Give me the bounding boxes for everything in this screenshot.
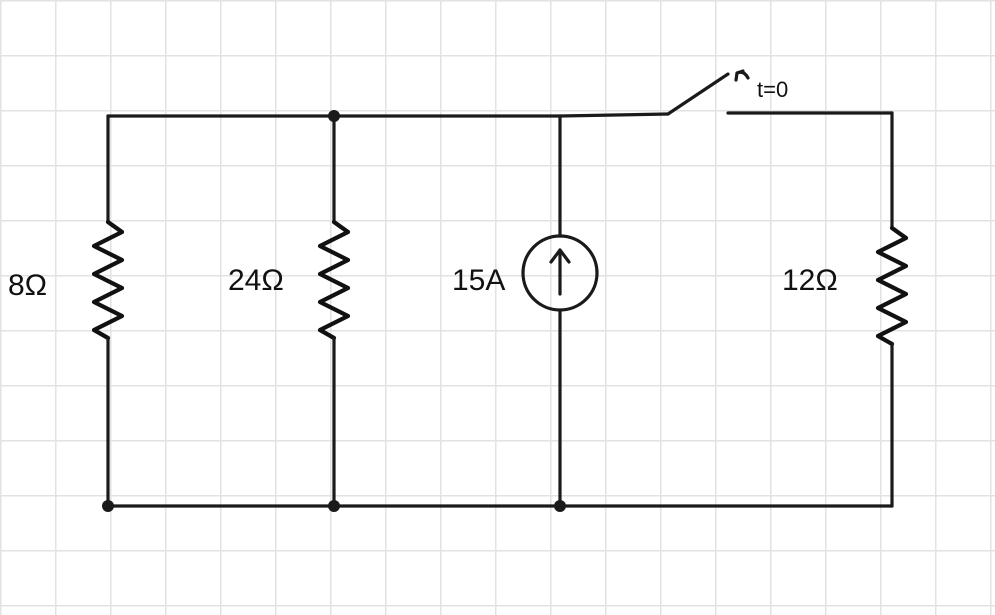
label-15a: 15A xyxy=(452,264,505,297)
node-bottom-source xyxy=(554,500,566,512)
node-top-24ohm xyxy=(328,110,340,122)
label-12ohm: 12Ω xyxy=(782,264,838,297)
label-8ohm: 8Ω xyxy=(8,269,47,302)
switch-arrow-icon xyxy=(734,69,750,82)
switch-blade xyxy=(666,72,730,116)
node-bottom-24ohm xyxy=(328,500,340,512)
label-switch-time: t=0 xyxy=(757,77,788,102)
resistor-8ohm xyxy=(91,219,125,341)
node-bottom-8ohm xyxy=(102,500,114,512)
label-24ohm: 24Ω xyxy=(228,264,284,297)
resistor-12ohm xyxy=(875,225,909,347)
resistor-24ohm xyxy=(317,219,351,341)
current-arrow-up-icon xyxy=(549,248,571,296)
top-wire-left xyxy=(106,112,670,118)
